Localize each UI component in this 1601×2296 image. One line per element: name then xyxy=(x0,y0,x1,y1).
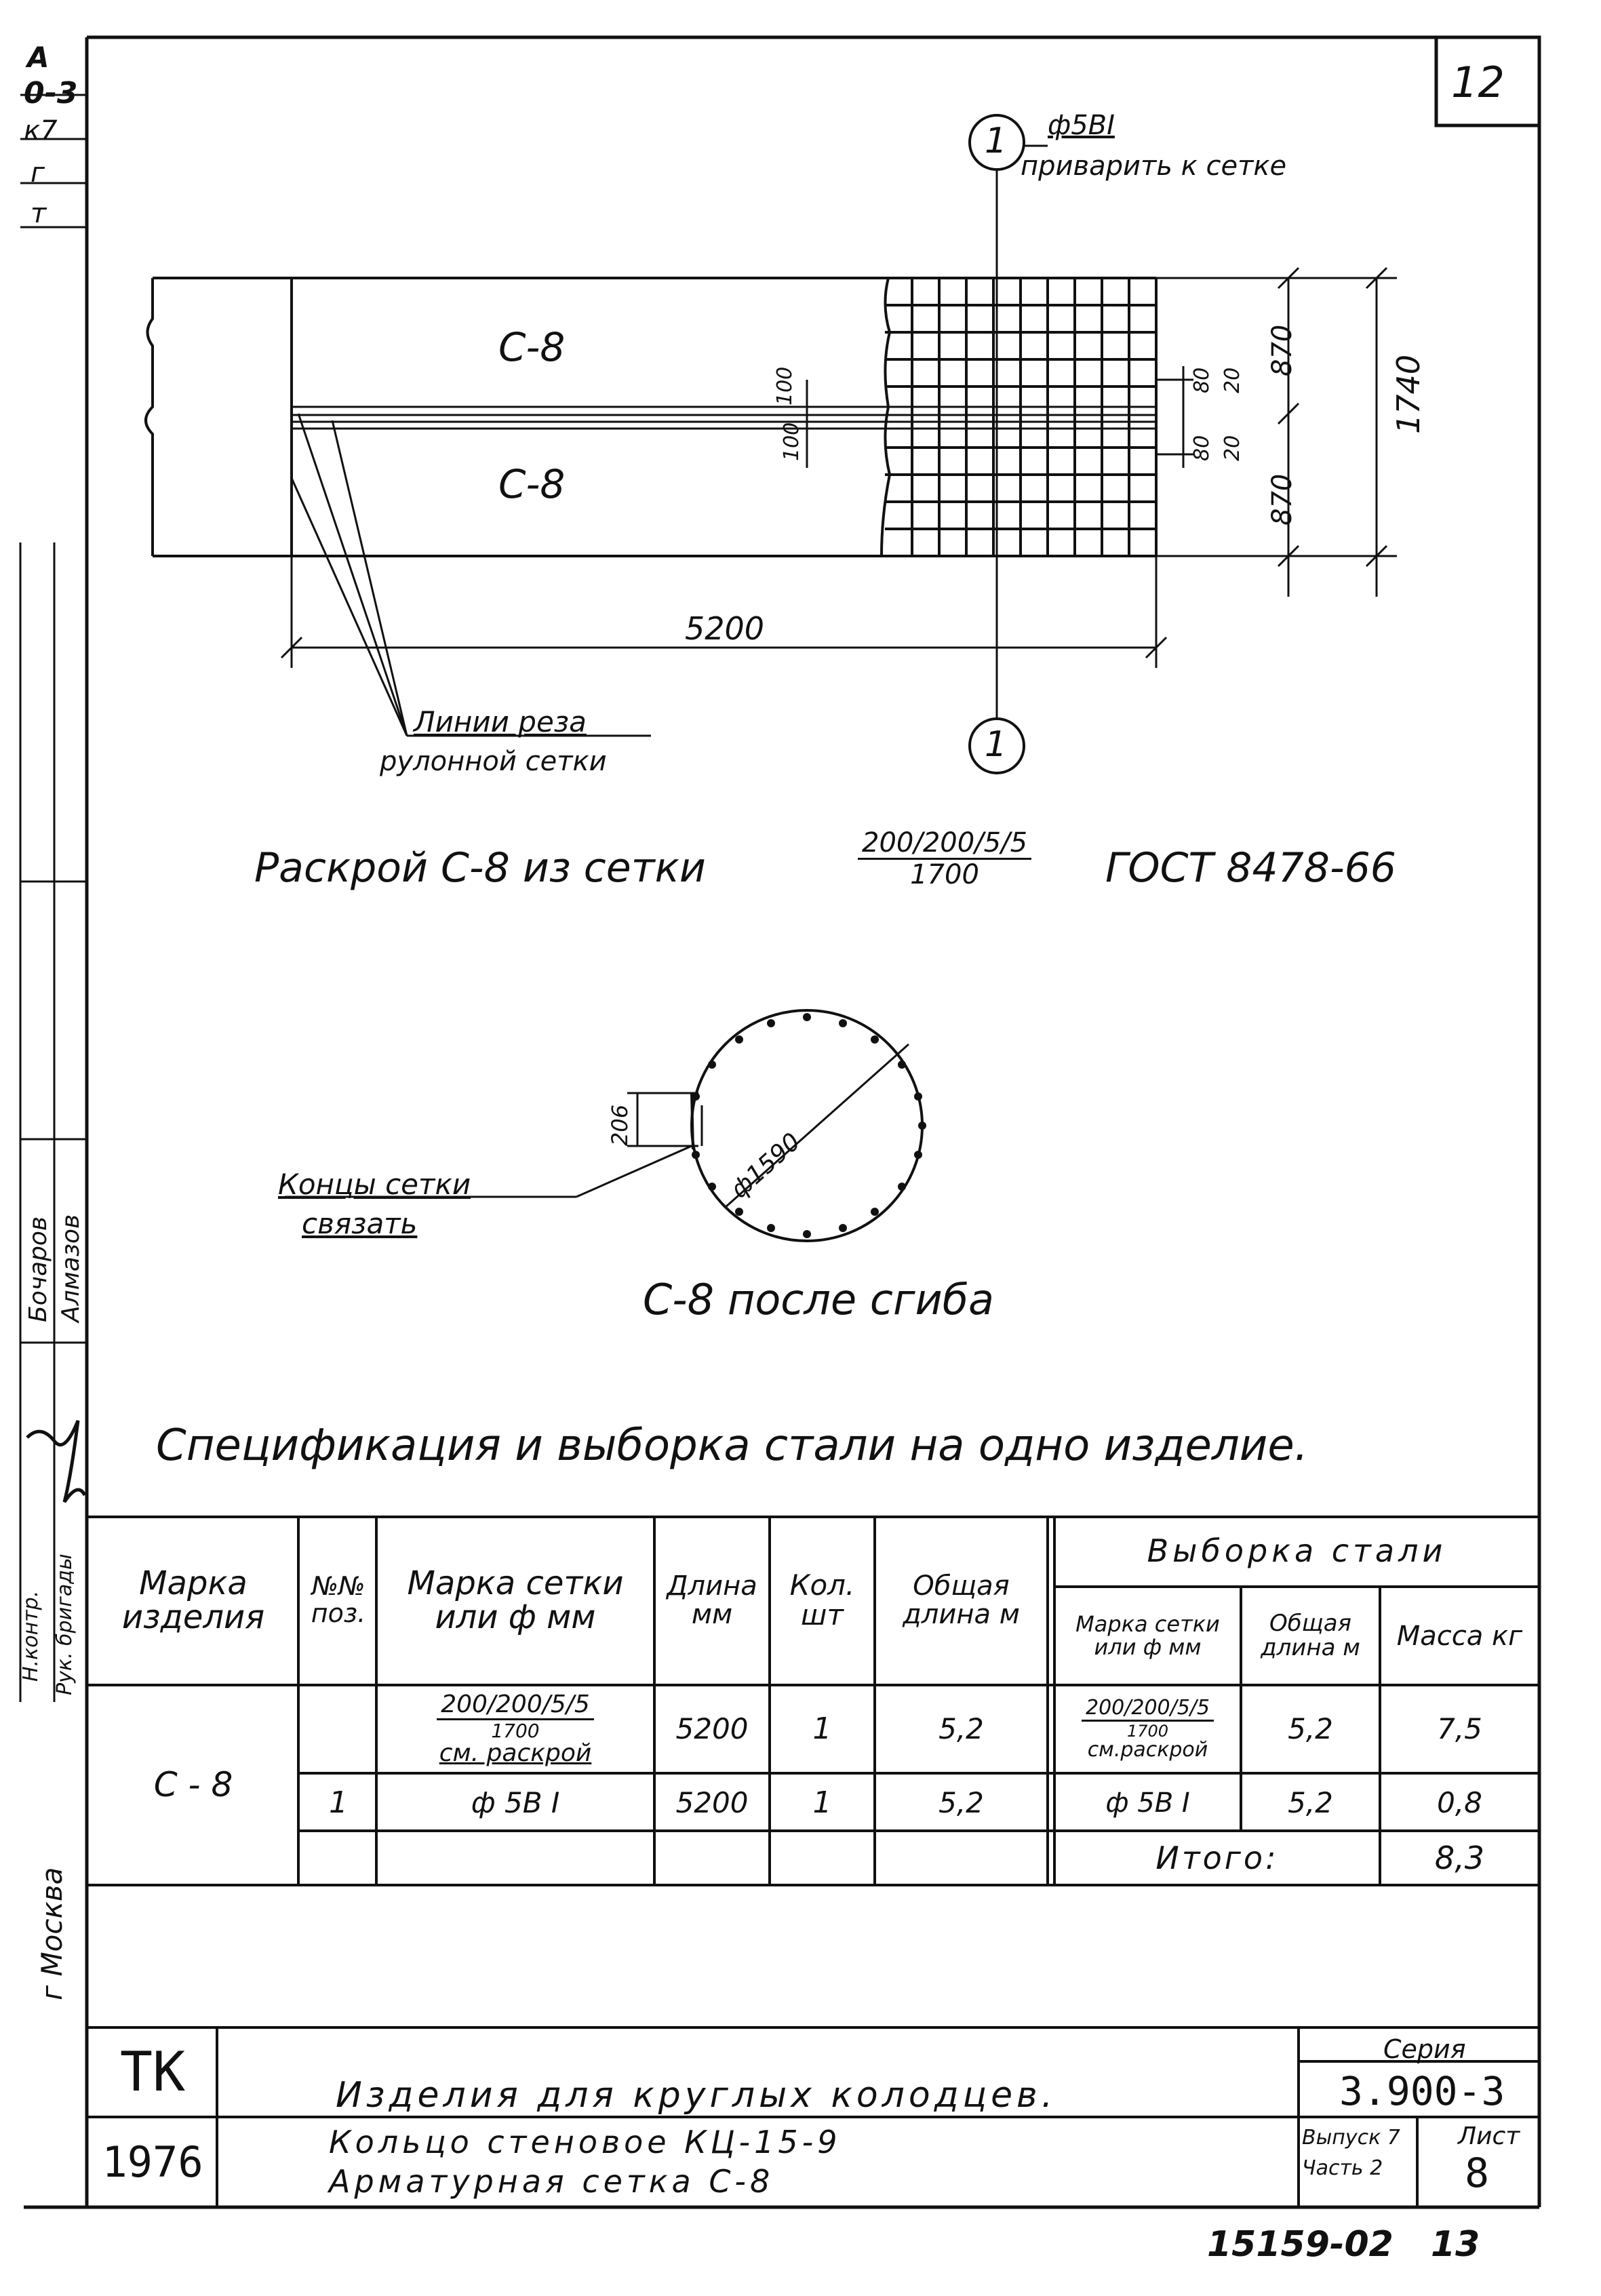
td-total-value: 8,3 xyxy=(1434,1840,1485,1877)
th-count: Кол. шт xyxy=(789,1568,855,1631)
th-sel-mass: Масса кг xyxy=(1396,1620,1523,1652)
th-sel-mark: Марка сетки или ф мм xyxy=(1075,1610,1220,1660)
dim-total-height: 1740 xyxy=(1390,354,1427,434)
mesh-grid xyxy=(880,277,1158,557)
footer-page: 13 xyxy=(1431,2224,1480,2265)
cutting-title-prefix: Раскрой С-8 из сетки xyxy=(254,844,706,892)
spec-title: Спецификация и выборка стали на одно изд… xyxy=(156,1421,1309,1471)
margin-code-5: т xyxy=(31,198,47,229)
plan-dimensions xyxy=(280,144,1397,737)
td-row1-sel-num: 200/200/5/5 xyxy=(1081,1697,1214,1722)
dim-gap-80-top: 80 xyxy=(1190,367,1214,393)
margin-code-3: к7 xyxy=(24,115,58,146)
dim-total-width: 5200 xyxy=(685,610,765,647)
dim-gap-20-top: 20 xyxy=(1221,367,1244,393)
td-product: С - 8 xyxy=(153,1765,233,1805)
section-mark-bottom xyxy=(968,717,1025,774)
ring-ends-label-2: связать xyxy=(302,1207,418,1240)
th-sel-length: Общая длина м xyxy=(1261,1609,1360,1661)
margin-role-2: Рук. бригады xyxy=(53,1553,77,1695)
title-line-2: Кольцо стеновое КЦ-15-9 xyxy=(329,2124,842,2160)
issue-label: Выпуск 7 xyxy=(1302,2126,1400,2150)
td-row1-sel-note: см.раскрой xyxy=(1087,1737,1208,1762)
cut-line-label-2: рулонной сетки xyxy=(380,746,607,777)
td-row1-sel-mass: 7,5 xyxy=(1437,1711,1482,1745)
td-row1-mesh-note: см. раскрой xyxy=(439,1739,592,1767)
dim-half-upper: 870 xyxy=(1267,324,1298,376)
td-total-label: Итого: xyxy=(1155,1840,1279,1877)
td-row1-length: 5200 xyxy=(675,1711,749,1745)
ring-title: С-8 после сгиба xyxy=(643,1275,995,1324)
cutting-title-standard: ГОСТ 8478-66 xyxy=(1105,844,1396,892)
title-block-grid xyxy=(87,2027,1539,2207)
margin-code-2: 0-3 xyxy=(24,76,78,111)
th-position: №№ поз. xyxy=(311,1571,366,1628)
th-product-mark: Марка изделия xyxy=(121,1564,265,1636)
sheet-label: Лист xyxy=(1458,2122,1520,2150)
section-mark-top xyxy=(968,114,1025,171)
td-row2-mesh: ф 5В I xyxy=(471,1785,560,1819)
td-row2-sel-length: 5,2 xyxy=(1288,1785,1333,1819)
sheet-frame xyxy=(19,35,1541,2209)
ring-ends-label-1: Концы сетки xyxy=(278,1168,471,1201)
title-line-3: Арматурная сетка С-8 xyxy=(329,2163,774,2200)
ring-drawing xyxy=(285,1009,924,1242)
margin-role-1: Н.контр. xyxy=(19,1590,43,1682)
callout-note: приварить к сетке xyxy=(1021,151,1287,182)
dim-half-lower: 870 xyxy=(1267,473,1298,526)
margin-name-2: Алмазов xyxy=(57,1214,85,1322)
td-row2-length: 5200 xyxy=(675,1785,749,1819)
td-row2-total-length: 5,2 xyxy=(938,1785,984,1819)
td-row2-sel-mass: 0,8 xyxy=(1437,1785,1482,1819)
ring-overlap-dim: 206 xyxy=(607,1104,633,1146)
td-row1-mesh-num: 200/200/5/5 xyxy=(437,1692,594,1720)
margin-code-4: г xyxy=(31,157,45,189)
td-row2-position: 1 xyxy=(329,1785,348,1820)
cut-line-label-1: Линии реза xyxy=(414,705,587,738)
plan-label-lower: С-8 xyxy=(498,461,566,507)
th-selection: Выборка стали xyxy=(1147,1532,1447,1570)
series-label: Серия xyxy=(1383,2034,1466,2064)
td-row1-total-length: 5,2 xyxy=(938,1711,984,1745)
dim-gap-20-bottom: 20 xyxy=(1221,435,1244,461)
td-row2-sel-mark: ф 5В I xyxy=(1105,1787,1190,1819)
title-year: 1976 xyxy=(102,2137,203,2188)
th-total-length: Общая длина м xyxy=(903,1570,1020,1630)
th-length: Длина мм xyxy=(667,1570,757,1630)
dim-gap-80-bottom: 80 xyxy=(1190,435,1214,461)
title-org: ТК xyxy=(119,2040,186,2103)
callout-bar: ф5ВI xyxy=(1048,110,1115,141)
page-number: 12 xyxy=(1451,58,1505,107)
section-mark-label-bottom: 1 xyxy=(985,724,1008,765)
footer-doc-number: 15159-02 xyxy=(1207,2224,1394,2265)
sheet-value: 8 xyxy=(1465,2150,1490,2197)
margin-city: г Москва xyxy=(35,1867,68,2000)
td-row1-count: 1 xyxy=(812,1711,832,1746)
td-row1-sel-length: 5,2 xyxy=(1288,1711,1333,1745)
title-line-1: Изделия для круглых колодцев. xyxy=(336,2075,1057,2116)
page-number-box xyxy=(1434,35,1541,127)
margin-name-1: Бочаров xyxy=(24,1216,52,1322)
ring-bars xyxy=(692,1013,926,1238)
mesh-plan xyxy=(144,170,1156,719)
margin-code-1: A xyxy=(27,41,50,74)
dim-100-b: 100 xyxy=(780,422,804,461)
section-mark-label-top: 1 xyxy=(985,121,1008,161)
plan-label-upper: С-8 xyxy=(498,324,566,370)
cutting-frac-den: 1700 xyxy=(910,859,979,890)
cutting-frac-num: 200/200/5/5 xyxy=(858,829,1032,860)
series-value: 3.900-3 xyxy=(1339,2068,1505,2114)
part-label: Часть 2 xyxy=(1302,2156,1383,2180)
dim-100-a: 100 xyxy=(773,366,797,405)
th-mesh-mark: Марка сетки или ф мм xyxy=(407,1564,624,1636)
td-row2-count: 1 xyxy=(812,1785,832,1820)
td-row1-mesh-den: 1700 xyxy=(491,1719,540,1742)
td-row1-sel-den: 1700 xyxy=(1126,1721,1169,1741)
